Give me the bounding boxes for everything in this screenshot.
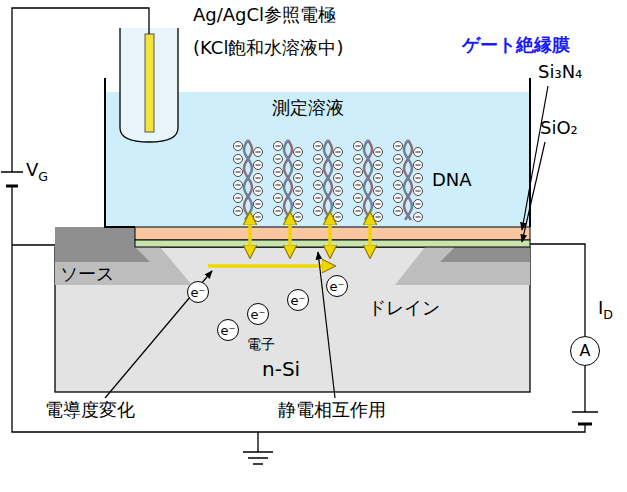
part-label: 静電相互作用 [278,400,386,421]
circuit-wire [12,8,585,432]
dna-strands [234,140,423,222]
ammeter-symbol: A [570,336,600,366]
part-label: 電導度変化 [45,400,135,421]
meter-letter: A [580,343,591,359]
battery-symbol [1,171,23,173]
electron-label: e⁻ [330,280,345,293]
leader-line [105,86,548,398]
interaction-arrows [208,217,370,266]
part-label: VG [26,160,48,184]
part-label: ID [598,298,613,322]
sio2-layer [135,240,530,247]
electron-circle: e⁻ [287,289,309,311]
part-label: Si₃N₄ [538,62,582,83]
part-label: ドレイン [368,298,440,319]
part-label: ゲート絶縁膜 [462,35,570,56]
electron-label: e⁻ [291,294,306,307]
part-label: 電子 [247,336,275,352]
part-label: n-Si [262,358,300,381]
part-label: Ag/AgCl参照電極 [193,5,336,26]
part-label: DNA [432,170,472,191]
part-label: 測定溶液 [272,98,344,119]
electron-circle: e⁻ [217,319,239,341]
n-si-substrate [55,247,530,392]
battery-symbol [572,411,598,413]
ground-symbol [243,432,273,464]
electron-circle: e⁻ [187,281,209,303]
electron-label: e⁻ [221,324,236,337]
part-label: (KCl飽和水溶液中) [193,38,343,59]
battery-symbol [578,423,592,426]
electrode-tube [120,28,178,142]
part-label: SiO₂ [540,118,578,139]
si3n4-layer [135,227,530,240]
electron-circle: e⁻ [247,303,269,325]
electron-label: e⁻ [191,286,206,299]
battery-symbol [6,185,18,188]
part-label: ソース [60,264,114,285]
electron-circle: e⁻ [326,275,348,297]
electron-label: e⁻ [251,308,266,321]
ag-agcl-rod [145,34,154,132]
